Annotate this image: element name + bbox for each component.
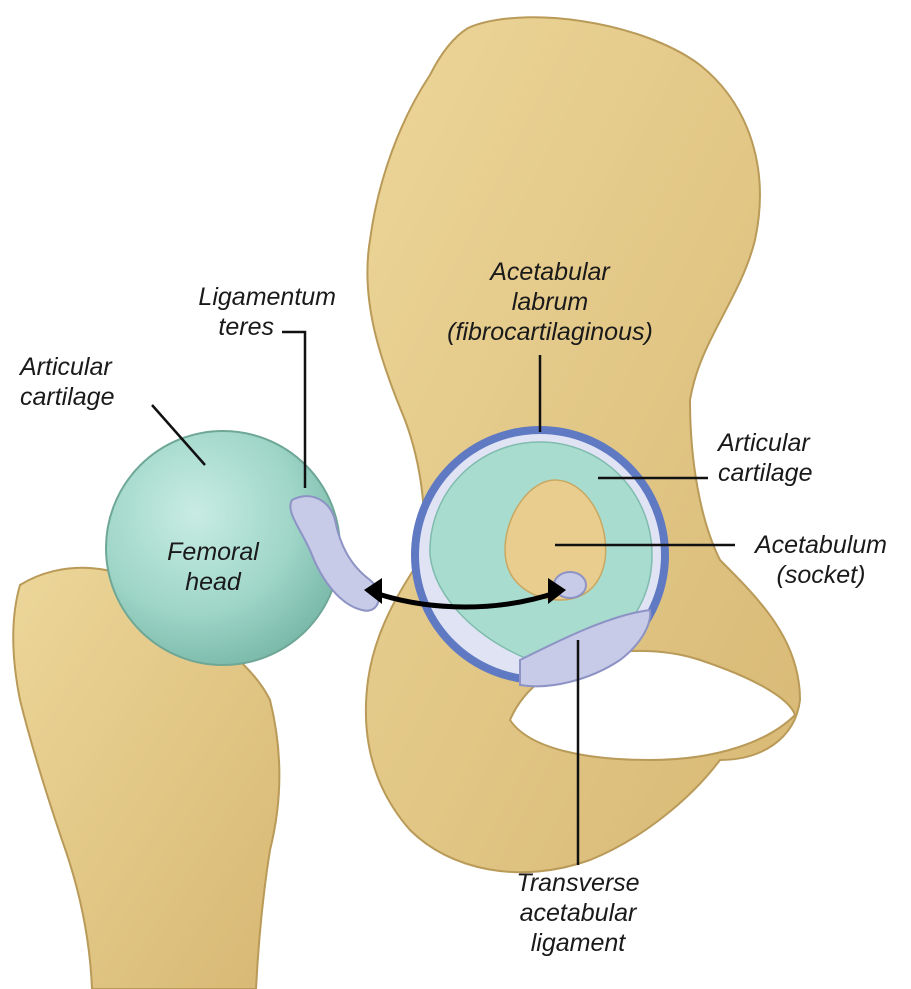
label-line: cartilage [20, 382, 115, 412]
label-line: cartilage [718, 458, 813, 488]
label-line: ligament [496, 928, 660, 958]
label-line: head [150, 567, 276, 597]
label-ligamentum-teres: Ligamentum teres [150, 282, 336, 342]
label-transverse-ligament: Transverse acetabular ligament [496, 868, 660, 958]
label-line: Articular [20, 352, 115, 382]
label-line: teres [150, 312, 274, 342]
label-line: Ligamentum [150, 282, 336, 312]
label-acetabular-labrum: Acetabular labrum (fibrocartilaginous) [420, 257, 680, 347]
label-articular-cartilage-right: Articular cartilage [718, 428, 813, 488]
label-line: acetabular [496, 898, 660, 928]
label-line: labrum [420, 287, 680, 317]
label-line: Acetabular [420, 257, 680, 287]
label-line: (socket) [736, 560, 906, 590]
label-line: (fibrocartilaginous) [420, 317, 680, 347]
label-femoral-head: Femoral head [150, 537, 276, 597]
label-line: Acetabulum [736, 530, 906, 560]
label-acetabulum: Acetabulum (socket) [736, 530, 906, 590]
label-articular-cartilage-left: Articular cartilage [20, 352, 115, 412]
label-line: Femoral [150, 537, 276, 567]
label-line: Transverse [496, 868, 660, 898]
label-line: Articular [718, 428, 813, 458]
